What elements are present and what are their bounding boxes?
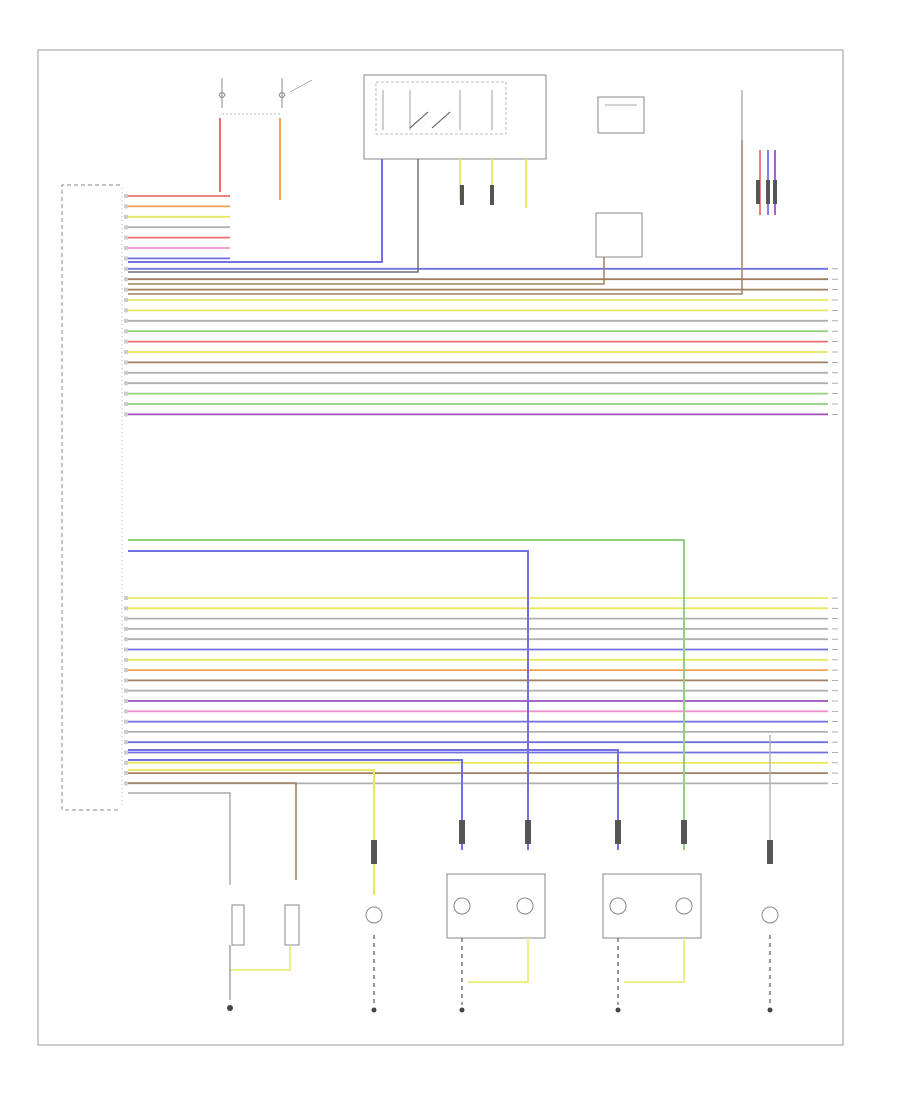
- feed-green-long: [128, 539, 685, 850]
- diagram-frame: [37, 49, 844, 1046]
- upper-bus-pin: [124, 329, 128, 334]
- lower-bus-pin: [124, 657, 128, 662]
- lower-bus-pin: [124, 729, 128, 734]
- upper-bus-pin: [124, 287, 128, 292]
- feed-right-switch: [128, 257, 605, 285]
- feed-brown-1: [128, 782, 297, 880]
- lamp-single-1: [365, 850, 383, 1013]
- lamp-single-2-bulb: [761, 906, 779, 924]
- lower-bus-pin: [124, 616, 128, 621]
- upper-bus-pin: [124, 277, 128, 282]
- upper-wire-bus: [124, 194, 838, 417]
- upper-bus-pin: [124, 402, 128, 406]
- upper-bus-pin: [124, 350, 128, 354]
- lower-bus-pin: [124, 688, 128, 693]
- upper-bus-pin: [124, 204, 128, 209]
- feed-blue-module-right: [128, 749, 619, 850]
- lower-bus-pin: [124, 647, 128, 652]
- lamp-single-2: [761, 906, 779, 1013]
- lower-bus-pin: [124, 781, 128, 786]
- fuse-a: [218, 78, 226, 108]
- ground-left-component: [227, 904, 300, 1011]
- feed-yellow-lamp: [128, 769, 375, 850]
- lamp-single-1-bulb: [365, 906, 383, 924]
- lower-bus-pin: [124, 771, 128, 776]
- upper-bus-pin: [124, 298, 128, 302]
- feed-blue-1: [128, 159, 383, 263]
- upper-bus-pin: [124, 246, 128, 250]
- lower-bus-pin: [124, 719, 128, 724]
- upper-bus-pin: [124, 214, 128, 219]
- lower-wire-bus: [124, 596, 838, 786]
- upper-bus-pin: [124, 370, 128, 375]
- upper-bus-pin: [124, 339, 128, 344]
- feed-far-right: [128, 140, 743, 295]
- module-right-bulb-b: [675, 897, 693, 915]
- lower-bus-pin: [124, 596, 128, 600]
- module-connector-stubs: [371, 180, 777, 864]
- lower-bus-pin: [124, 678, 128, 683]
- upper-bus-pin: [124, 235, 128, 240]
- lower-bus-pin: [124, 637, 128, 642]
- upper-bus-pin: [124, 360, 128, 365]
- upper-bus-pin: [124, 381, 128, 386]
- lower-bus-pin: [124, 699, 128, 703]
- right-switch-module: [595, 96, 645, 258]
- upper-bus-pin: [124, 318, 128, 323]
- lower-bus-pin: [124, 740, 128, 745]
- module-left-bulb-a: [453, 897, 471, 915]
- module-right: [602, 873, 702, 1013]
- lower-bus-pin: [124, 668, 128, 673]
- upper-bus-pin: [124, 256, 128, 261]
- feed-gray-ground: [128, 792, 231, 885]
- upper-bus-pin: [124, 266, 128, 271]
- upper-bus-pin: [124, 225, 128, 230]
- lower-bus-pin: [124, 606, 128, 611]
- feed-blue-2: [128, 159, 419, 273]
- module-right-bulb-a: [609, 897, 627, 915]
- upper-bus-pin: [124, 412, 128, 417]
- left-connector-bracket: [61, 184, 120, 811]
- lower-bus-pin: [124, 626, 128, 631]
- fuse-b: [278, 78, 313, 108]
- upper-bus-pin: [124, 194, 128, 198]
- lower-bus-pin: [124, 709, 128, 714]
- module-left: [446, 873, 546, 1013]
- module-left-bulb-b: [516, 897, 534, 915]
- upper-bus-pin: [124, 308, 128, 313]
- center-switch-module: [363, 74, 547, 160]
- lower-bus-pin: [124, 760, 128, 765]
- lower-bus-pin: [124, 750, 128, 755]
- upper-bus-pin: [124, 391, 128, 396]
